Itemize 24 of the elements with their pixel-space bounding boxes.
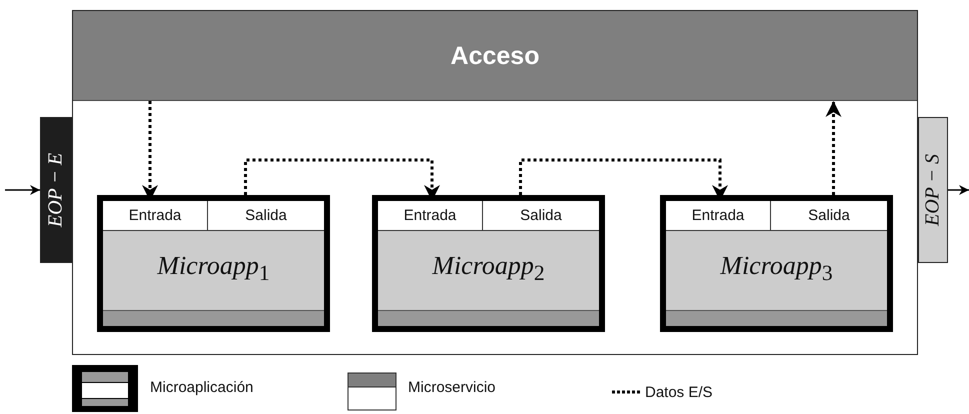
legend-label: Microservicio xyxy=(408,379,496,396)
microapp-title: Microapp$_{2}$ xyxy=(432,251,545,286)
port-cell: Entrada xyxy=(666,201,770,231)
header-title: Acceso xyxy=(450,42,540,71)
endpoint-bar xyxy=(40,117,72,263)
microapp-title: Microapp$_{3}$ xyxy=(720,251,833,286)
arrow xyxy=(948,185,969,195)
endpoint-label: EOP − S xyxy=(922,154,944,226)
service-header xyxy=(73,11,917,101)
port-cell: Salida xyxy=(482,201,599,231)
port-cell: Entrada xyxy=(378,201,482,231)
port-cell: Entrada xyxy=(103,201,207,231)
arrow xyxy=(5,185,40,195)
microapp-title: Microapp$_{1}$ xyxy=(157,251,270,286)
legend-label: Datos E/S xyxy=(645,384,713,401)
microapp-box xyxy=(372,195,605,332)
legend-label: Microaplicación xyxy=(150,379,254,396)
endpoint-label: EOP − E xyxy=(44,152,68,228)
port-cell: Salida xyxy=(770,201,887,231)
microapp-box xyxy=(97,195,330,332)
port-cell: Salida xyxy=(207,201,324,231)
endpoint-bar xyxy=(918,117,948,263)
microservice-panel xyxy=(72,10,918,355)
microapp-box xyxy=(660,195,893,332)
